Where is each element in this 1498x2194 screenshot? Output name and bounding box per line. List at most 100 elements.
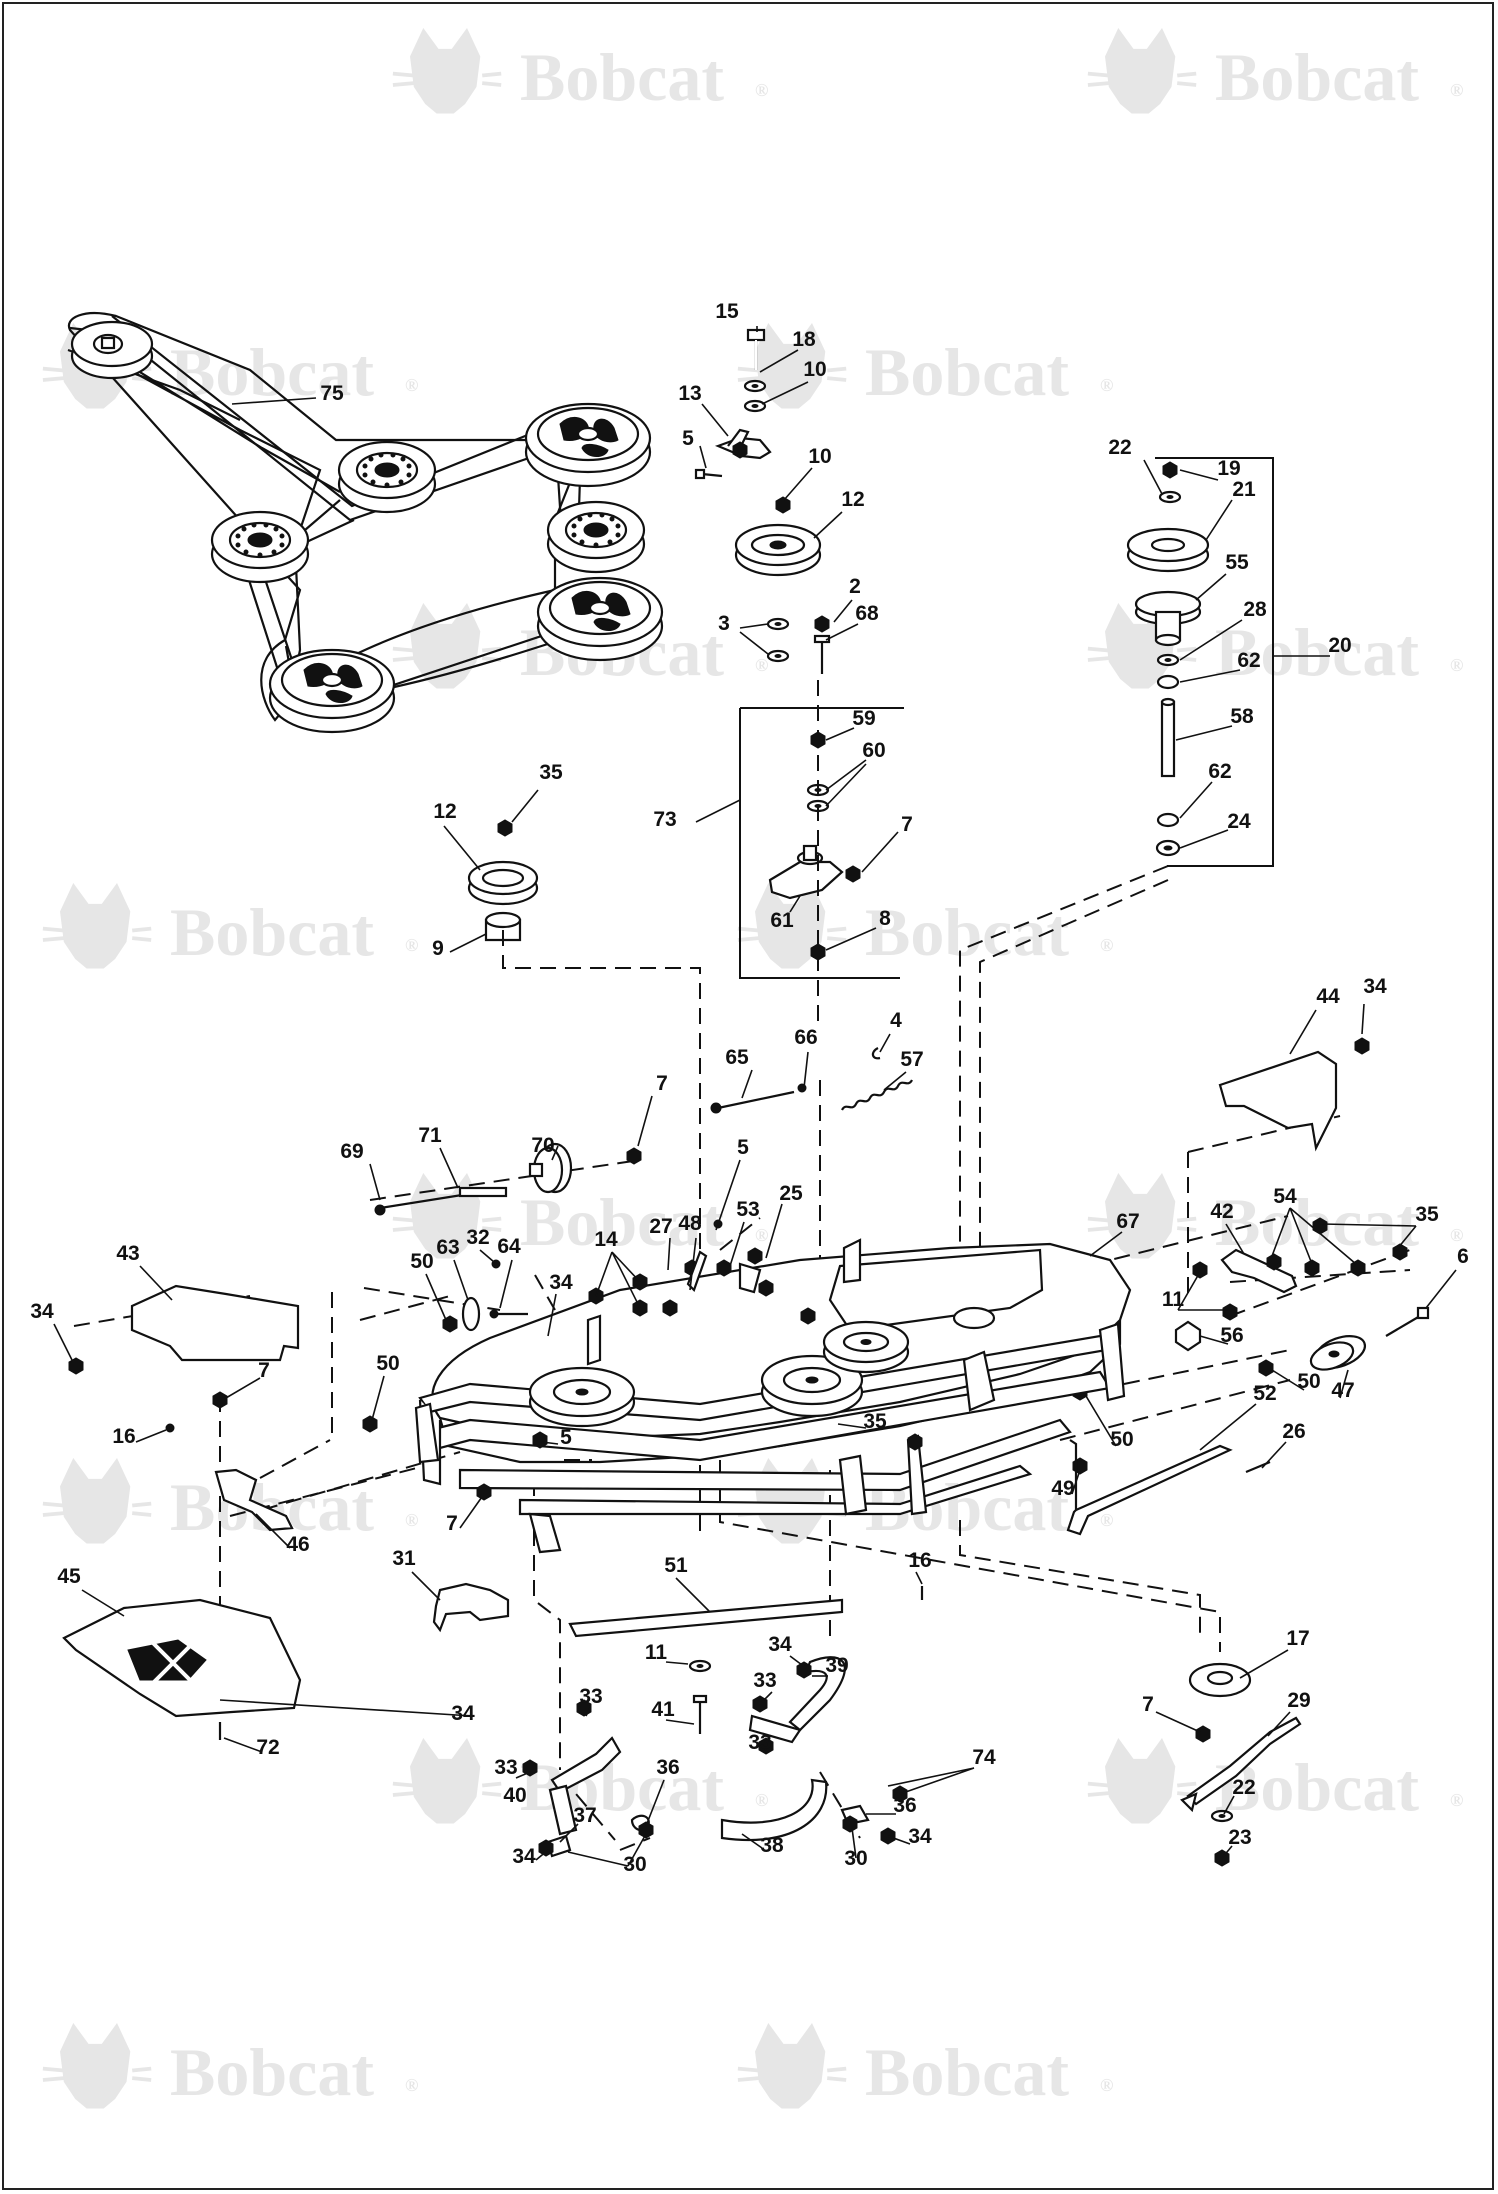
callout-c75: 75 <box>320 382 344 405</box>
callout-c34c: 34 <box>30 1300 54 1323</box>
callout-c9: 9 <box>432 937 444 960</box>
callout-c12a: 12 <box>841 488 864 511</box>
callout-c10a: 10 <box>803 358 826 381</box>
watermark-registered-mark: ® <box>1100 2075 1113 2095</box>
callout-c7e: 7 <box>1142 1693 1154 1716</box>
watermark-text: Bobcat <box>170 334 374 410</box>
watermark-registered-mark: ® <box>405 2075 418 2095</box>
watermark-registered-mark: ® <box>405 375 418 395</box>
callout-c64: 64 <box>497 1235 521 1258</box>
watermark-registered-mark: ® <box>1450 80 1463 100</box>
callout-c5b: 5 <box>737 1136 749 1159</box>
watermark-text: Bobcat <box>520 1749 724 1825</box>
callout-c16a: 16 <box>112 1425 135 1448</box>
callout-c59: 59 <box>852 707 875 730</box>
callout-c73: 73 <box>653 808 676 831</box>
callout-c34b: 34 <box>549 1271 573 1294</box>
callout-c23: 23 <box>1228 1826 1251 1849</box>
callout-c34f: 34 <box>908 1825 932 1848</box>
callout-c11b: 11 <box>645 1641 668 1664</box>
callout-c71: 71 <box>418 1124 442 1147</box>
callout-c22a: 22 <box>1108 436 1131 459</box>
bobcat-watermark: Bobcat® <box>1086 26 1463 116</box>
callout-c50c: 50 <box>1297 1370 1320 1393</box>
callout-c34e: 34 <box>451 1702 475 1725</box>
callout-c49: 49 <box>1051 1477 1074 1500</box>
callout-c60: 60 <box>862 739 885 762</box>
bobcat-head-icon <box>390 1736 504 1826</box>
bobcat-watermark: Bobcat® <box>40 2021 418 2111</box>
callout-c22b: 22 <box>1232 1776 1255 1799</box>
watermark-text: Bobcat <box>520 39 724 115</box>
callout-c28: 28 <box>1243 598 1267 621</box>
callout-c62a: 62 <box>1237 649 1260 672</box>
callout-c8: 8 <box>879 907 891 930</box>
left-idler <box>467 819 539 942</box>
callout-c55: 55 <box>1225 551 1249 574</box>
bobcat-head-icon <box>390 26 504 116</box>
callout-c21: 21 <box>1232 478 1256 501</box>
callout-c18: 18 <box>792 328 816 351</box>
watermark-registered-mark: ® <box>1450 655 1463 675</box>
watermark-text: Bobcat <box>865 2034 1069 2110</box>
callout-c6: 6 <box>1457 1245 1469 1268</box>
callout-c14: 14 <box>594 1228 618 1251</box>
callout-c72: 72 <box>256 1736 279 1759</box>
callout-c52: 52 <box>1253 1382 1276 1405</box>
callout-c51: 51 <box>664 1554 688 1577</box>
callout-c30b: 30 <box>844 1847 867 1870</box>
watermark-registered-mark: ® <box>405 1510 418 1530</box>
callout-c7c: 7 <box>258 1359 270 1382</box>
watermark-registered-mark: ® <box>1450 1790 1463 1810</box>
callout-c30a: 30 <box>623 1853 646 1876</box>
drive-belt-assembly <box>67 312 664 734</box>
callout-c26: 26 <box>1282 1420 1305 1443</box>
callout-c5a: 5 <box>682 427 694 450</box>
bobcat-head-icon <box>40 881 154 971</box>
callout-c29: 29 <box>1287 1689 1310 1712</box>
callout-c15: 15 <box>715 300 739 323</box>
callout-c33b: 33 <box>579 1685 602 1708</box>
callout-c4: 4 <box>890 1009 902 1032</box>
callout-c3: 3 <box>718 612 730 635</box>
watermark-text: Bobcat <box>865 894 1069 970</box>
callout-c43: 43 <box>116 1242 139 1265</box>
callout-c37: 37 <box>573 1804 596 1827</box>
callout-c12b: 12 <box>433 800 456 823</box>
callout-c34g: 34 <box>512 1845 536 1868</box>
watermark-registered-mark: ® <box>755 655 768 675</box>
bobcat-watermark: Bobcat® <box>1086 601 1463 691</box>
callout-c41: 41 <box>651 1698 675 1721</box>
callout-c53: 53 <box>736 1198 759 1221</box>
bobcat-head-icon <box>736 2021 849 2111</box>
callout-c34d: 34 <box>768 1633 792 1656</box>
callout-c25: 25 <box>779 1182 803 1205</box>
callout-c42: 42 <box>1210 1200 1233 1223</box>
bobcat-watermark: Bobcat® <box>40 881 418 971</box>
bobcat-head-icon <box>40 1456 154 1546</box>
callout-c36b: 36 <box>893 1794 916 1817</box>
callout-c54: 54 <box>1273 1185 1297 1208</box>
callout-c11a: 11 <box>1162 1288 1185 1311</box>
callout-c58: 58 <box>1230 705 1254 728</box>
bobcat-head-icon <box>1086 1736 1199 1826</box>
callout-c5c: 5 <box>560 1426 572 1449</box>
mower-deck-frame <box>414 1219 1132 1554</box>
callout-c68: 68 <box>855 602 879 625</box>
callout-c67: 67 <box>1116 1210 1139 1233</box>
callout-c38: 38 <box>760 1834 784 1857</box>
callout-c17: 17 <box>1286 1627 1309 1650</box>
callout-c16b: 16 <box>908 1549 931 1572</box>
leader-lines <box>53 326 1457 1867</box>
callout-c63: 63 <box>436 1236 459 1259</box>
callout-c35c: 35 <box>863 1410 887 1433</box>
callout-c10b: 10 <box>808 445 831 468</box>
idler-stack-center <box>694 328 904 979</box>
watermark-registered-mark: ® <box>405 935 418 955</box>
callout-c7d: 7 <box>446 1512 458 1535</box>
watermark-registered-mark: ® <box>755 1790 768 1810</box>
watermark-registered-mark: ® <box>1100 935 1113 955</box>
